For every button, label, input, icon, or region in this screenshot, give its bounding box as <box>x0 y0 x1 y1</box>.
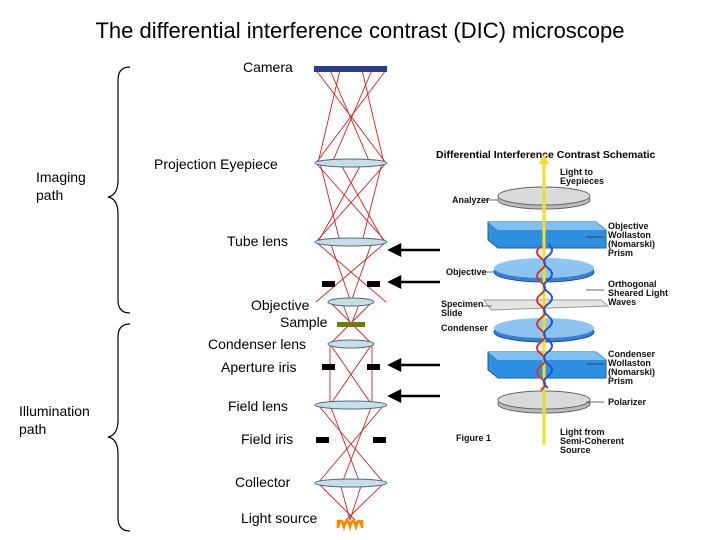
projection-eyepiece-lens <box>314 158 388 168</box>
tube-lens-label: Tube lens <box>227 233 288 249</box>
aperture-stops <box>316 281 386 443</box>
collector-lens <box>314 478 388 488</box>
polarizer-label: Polarizer <box>608 397 647 407</box>
sample-slide <box>337 322 365 327</box>
prism-position-arrows <box>387 242 440 404</box>
objective-label: Objective <box>251 297 310 313</box>
dic-schematic: Differential Interference Contrast Schem… <box>436 140 720 460</box>
light-wave-blue <box>543 243 553 389</box>
light-up-arrow <box>539 154 549 164</box>
orthogonal-waves-label: Orthogonal Sheared Light Waves <box>608 279 669 307</box>
camera-label: Camera <box>243 59 293 75</box>
camera-sensor <box>314 66 387 72</box>
condenser-wollaston-label: Condenser Wollaston (Nomarski) Prism <box>608 349 656 386</box>
collector-label: Collector <box>235 474 291 490</box>
light-source-lamp <box>336 519 364 532</box>
specimen-slide-label: Specimen Slide <box>441 299 484 318</box>
illumination-path-label: Illumination path <box>19 403 90 437</box>
objective-lens <box>327 297 375 307</box>
condenser-lens <box>327 339 375 349</box>
condenser-schematic-label: Condenser <box>441 323 489 333</box>
analyzer-label: Analyzer <box>452 195 490 205</box>
projection-eyepiece-label: Projection Eyepiece <box>154 156 278 172</box>
schematic-title: Differential Interference Contrast Schem… <box>436 149 656 161</box>
light-rays <box>315 69 387 521</box>
tube-lens <box>314 237 388 247</box>
condenser-lens-label: Condenser lens <box>208 336 307 352</box>
illumination-brace <box>107 323 131 532</box>
figure-label: Figure 1 <box>456 433 492 443</box>
light-wave-red <box>536 245 546 391</box>
light-source-label: Light source <box>241 510 318 526</box>
field-iris-label: Field iris <box>241 431 294 447</box>
lenses <box>314 158 388 488</box>
imaging-path-label: Imaging path <box>36 169 86 203</box>
sample-label: Sample <box>280 314 328 330</box>
imaging-brace <box>107 66 131 314</box>
objective-wollaston-label: Objective Wollaston (Nomarski) Prism <box>608 221 656 258</box>
field-lens <box>314 400 388 410</box>
light-to-eyepieces-label: Light to Eyepieces <box>560 167 605 186</box>
schematic-figure <box>482 154 610 445</box>
field-lens-label: Field lens <box>228 398 288 414</box>
aperture-iris-label: Aperture iris <box>221 359 297 375</box>
light-from-source-label: Light from Semi-Coherent Source <box>560 427 625 455</box>
objective-schematic-label: Objective <box>446 267 487 277</box>
page-title: The differential interference contrast (… <box>95 18 625 43</box>
